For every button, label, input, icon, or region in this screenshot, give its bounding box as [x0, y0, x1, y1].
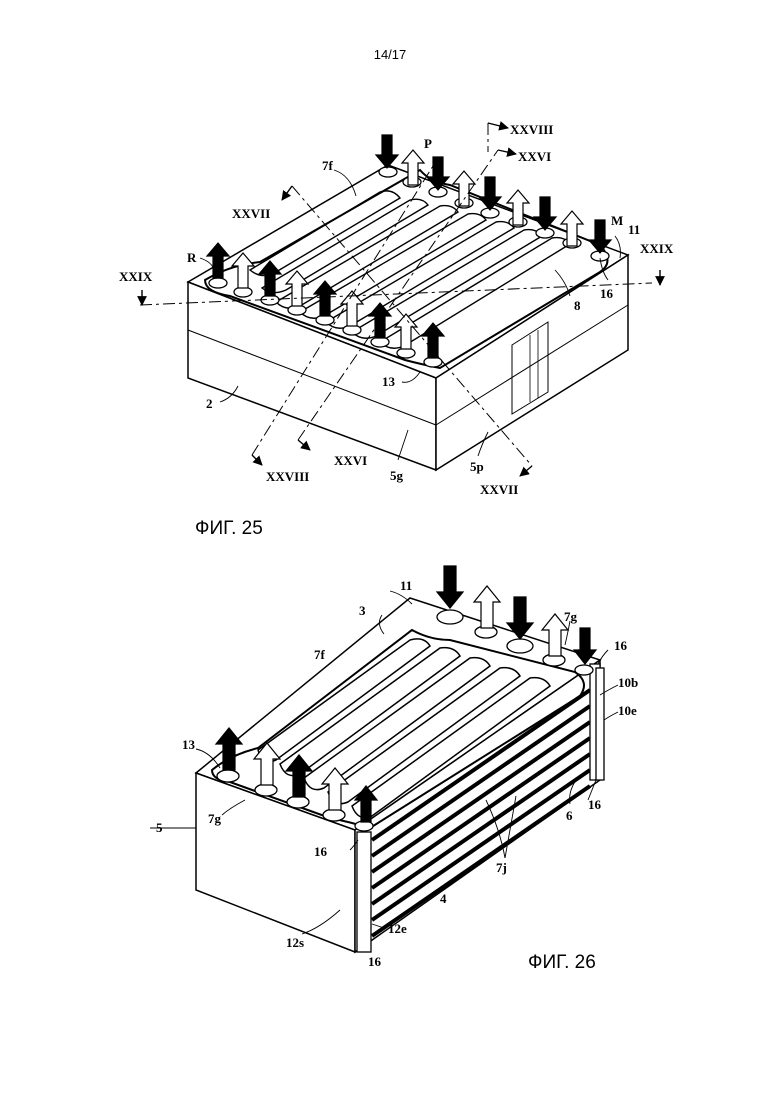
label-7f: 7f — [314, 647, 326, 662]
label-3: 3 — [359, 603, 366, 618]
label-16: 16 — [600, 286, 614, 301]
label-16-d: 16 — [368, 954, 382, 969]
label-xxix-left: XXIX — [119, 269, 153, 284]
label-2: 2 — [206, 396, 213, 411]
label-7g-left: 7g — [208, 811, 222, 826]
label-5p: 5p — [470, 459, 484, 474]
label-16-b: 16 — [588, 797, 602, 812]
label-12e: 12e — [388, 921, 407, 936]
label-10b: 10b — [618, 675, 638, 690]
label-11: 11 — [400, 578, 412, 593]
label-xxvii-bottom: XXVII — [480, 482, 518, 497]
label-xxvii-left: XXVII — [232, 206, 270, 221]
label-12s: 12s — [286, 935, 304, 950]
label-8: 8 — [574, 298, 581, 313]
label-16-a: 16 — [614, 638, 628, 653]
label-7j: 7j — [496, 860, 507, 875]
label-16-c: 16 — [314, 844, 328, 859]
label-m: M — [611, 213, 623, 228]
arrow-down-icon — [376, 135, 398, 168]
figure-26-caption: ФИГ. 26 — [528, 952, 596, 974]
arrow-down-icon — [437, 566, 463, 608]
figure-25: XXVIII XXVI P 7f XXVII R XXIX M 11 XXIX … — [119, 122, 674, 497]
label-5g: 5g — [390, 468, 404, 483]
label-5: 5 — [156, 820, 163, 835]
label-p: P — [424, 136, 432, 151]
label-6: 6 — [566, 808, 573, 823]
label-7f: 7f — [322, 158, 334, 173]
label-xxvi-top: XXVI — [518, 149, 551, 164]
label-xxviii-top: XXVIII — [510, 122, 553, 137]
label-xxviii-bottom: XXVIII — [266, 469, 309, 484]
label-13: 13 — [182, 737, 196, 752]
label-4: 4 — [440, 891, 447, 906]
label-r: R — [187, 250, 197, 265]
label-xxvi-bottom: XXVI — [334, 453, 367, 468]
label-7g-top: 7g — [564, 609, 578, 624]
label-xxix-right: XXIX — [640, 241, 674, 256]
label-13: 13 — [382, 374, 396, 389]
figure-26: 11 3 7g 16 7f 10b 10e 13 7g 5 6 16 16 7j… — [150, 566, 638, 969]
label-10e: 10e — [618, 703, 637, 718]
label-11: 11 — [628, 222, 640, 237]
figure-25-caption: ФИГ. 25 — [195, 518, 263, 540]
